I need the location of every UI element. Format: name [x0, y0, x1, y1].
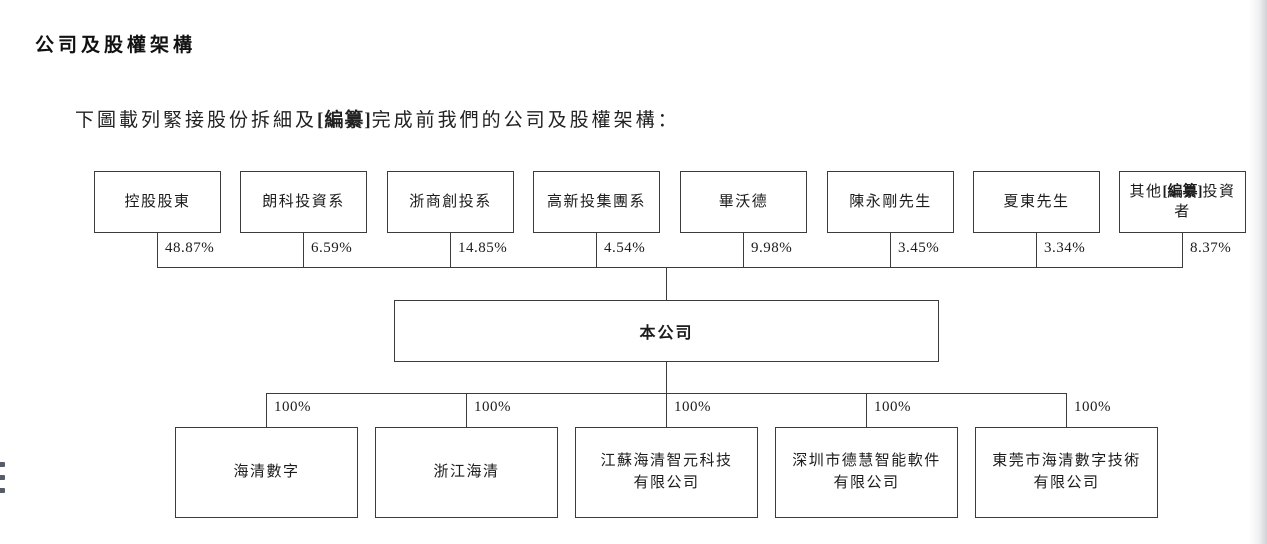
connector-line: [666, 267, 667, 300]
ownership-percentage: 14.85%: [458, 240, 508, 256]
shareholder-box-xiadong: 夏東先生: [973, 171, 1100, 233]
subsidiary-box-dongguan-haiqing: 東莞市海清數字技術有限公司: [975, 427, 1158, 518]
subsidiary-box-shenzhen-dehui: 深圳市德慧智能軟件有限公司: [775, 427, 958, 518]
connector-line: [666, 393, 667, 427]
page-edge-text-fragment: [0, 462, 5, 467]
connector-line: [596, 233, 597, 267]
shareholder-label: 夏東先生: [1003, 193, 1070, 210]
ownership-percentage: 100%: [1074, 399, 1111, 415]
ownership-percentage: 9.98%: [751, 240, 793, 256]
connector-line: [866, 393, 867, 427]
subsidiary-box-haiqing-digital: 海清數字: [175, 427, 358, 518]
page-title: 公司及股權架構: [35, 35, 197, 56]
shareholder-label: 高新投集團系: [546, 193, 646, 210]
intro-text-pre: 下圖載列緊接股份拆細及: [75, 110, 318, 131]
connector-line: [157, 267, 1183, 268]
intro-paragraph: 下圖載列緊接股份拆細及[編纂]完成前我們的公司及股權架構：: [75, 105, 680, 132]
shareholder-box-other-investors: 其他[編纂]投資者: [1119, 171, 1246, 233]
connector-line: [1182, 233, 1183, 267]
connector-line: [1066, 393, 1067, 427]
connector-line: [890, 233, 891, 267]
connector-line: [743, 233, 744, 267]
shareholder-label: 畢沃德: [718, 193, 769, 210]
subsidiary-label: 海清數字: [233, 463, 300, 480]
page-edge-text-fragment: [0, 475, 5, 480]
connector-line: [666, 362, 667, 393]
ownership-percentage: 100%: [474, 399, 511, 415]
ownership-percentage: 100%: [674, 399, 711, 415]
shareholder-box-controlling: 控股股東: [94, 171, 221, 233]
ownership-percentage: 48.87%: [165, 240, 215, 256]
connector-line: [450, 233, 451, 267]
ownership-percentage: 6.59%: [311, 240, 353, 256]
shareholder-label: 朗科投資系: [262, 193, 345, 210]
shareholder-box-gaoxintou: 高新投集團系: [533, 171, 660, 233]
subsidiary-label: 江蘇海清智元科技有限公司: [600, 452, 733, 491]
subsidiary-label: 浙江海清: [433, 463, 500, 480]
page-edge-text-fragment: [0, 488, 5, 493]
subsidiary-label: 深圳市德慧智能軟件有限公司: [792, 452, 941, 491]
shareholder-box-langke: 朗科投資系: [240, 171, 367, 233]
ownership-percentage: 100%: [874, 399, 911, 415]
shareholder-box-biwode: 畢沃德: [680, 171, 807, 233]
ownership-percentage: 4.54%: [604, 240, 646, 256]
connector-line: [1036, 233, 1037, 267]
page-edge-shadow: [1249, 0, 1267, 544]
ownership-percentage: 8.37%: [1190, 240, 1232, 256]
company-box: 本公司: [394, 300, 939, 362]
ownership-percentage: 3.45%: [898, 240, 940, 256]
redacted-marker: [編纂]: [317, 110, 372, 131]
shareholder-box-zheshang: 浙商創投系: [387, 171, 514, 233]
subsidiary-box-zhejiang-haiqing: 浙江海清: [375, 427, 558, 518]
shareholder-label: 浙商創投系: [409, 193, 492, 210]
company-label: 本公司: [639, 325, 694, 342]
shareholder-label: 控股股東: [124, 193, 191, 210]
connector-line: [303, 233, 304, 267]
connector-line: [157, 233, 158, 267]
shareholder-label: 陳永剛先生: [849, 193, 932, 210]
shareholder-label: 其他[編纂]投資者: [1129, 183, 1236, 220]
connector-line: [466, 393, 467, 427]
shareholder-box-chenyonggang: 陳永剛先生: [827, 171, 954, 233]
connector-line: [266, 393, 267, 427]
intro-text-post: 完成前我們的公司及股權架構：: [371, 110, 680, 131]
subsidiary-box-jiangsu-haiqing: 江蘇海清智元科技有限公司: [575, 427, 758, 518]
ownership-percentage: 3.34%: [1044, 240, 1086, 256]
ownership-percentage: 100%: [274, 399, 311, 415]
subsidiary-label: 東莞市海清數字技術有限公司: [992, 452, 1141, 491]
